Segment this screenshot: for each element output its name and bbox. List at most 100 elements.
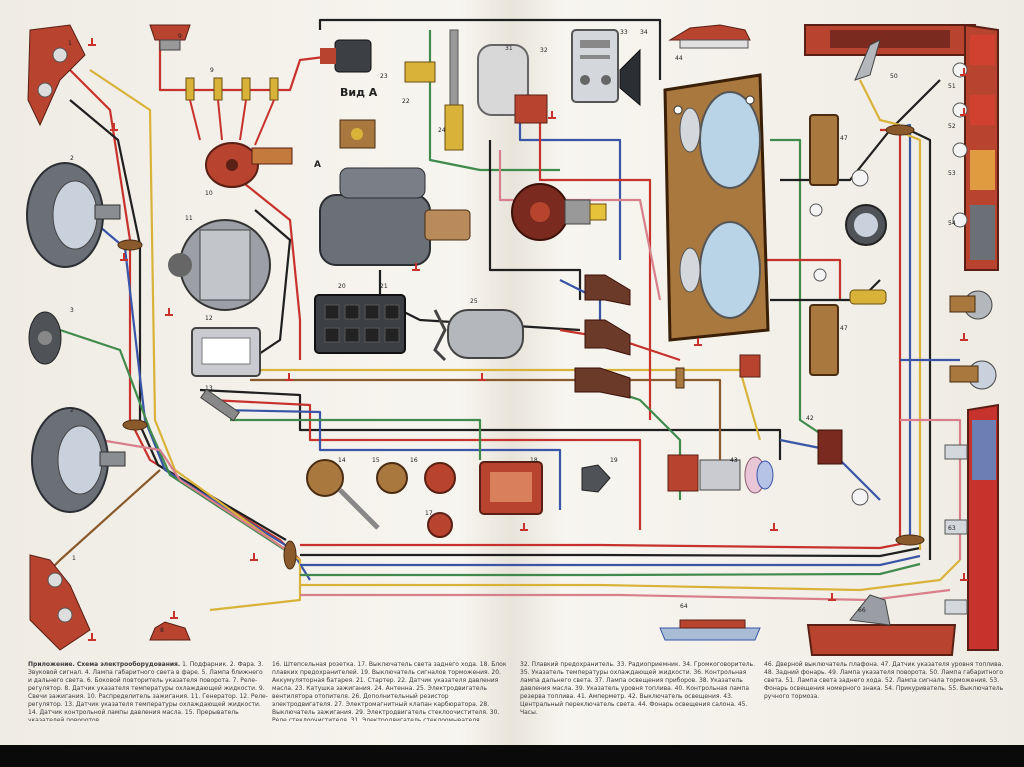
svg-text:66: 66 (858, 607, 866, 614)
svg-text:50: 50 (890, 73, 898, 80)
svg-text:11: 11 (185, 215, 193, 222)
reverse-light-switch (424, 462, 456, 494)
caption-text: 16. Штепсельная розетка. 17. Выключатель… (272, 661, 507, 721)
door-switch (817, 429, 843, 465)
svg-text:47: 47 (840, 135, 848, 142)
svg-text:8: 8 (160, 627, 164, 634)
svg-text:52: 52 (948, 123, 956, 130)
right-components (659, 23, 999, 656)
wire-top-black (318, 18, 662, 80)
svg-text:44: 44 (675, 55, 683, 62)
svg-text:10: 10 (205, 190, 213, 197)
fuel-level-sensor-upper (809, 114, 839, 186)
front-parking-lamp-lower (29, 554, 91, 651)
wire-mid-5 (250, 378, 722, 460)
svg-text:21: 21 (380, 283, 388, 290)
trunk-lamp (806, 624, 957, 656)
instrument-cluster (663, 73, 770, 389)
svg-text:34: 34 (640, 29, 648, 36)
wire-center-6 (249, 209, 292, 361)
wire-bottom-2 (300, 546, 921, 558)
svg-text:9: 9 (178, 33, 182, 40)
svg-text:14: 14 (338, 457, 346, 464)
svg-text:51: 51 (948, 83, 956, 90)
wire-bottom-6 (300, 588, 951, 602)
fuse-block (314, 294, 406, 354)
wire-right-8 (760, 258, 842, 300)
caption-text: 32. Плавкий предохранитель. 33. Радиопри… (520, 661, 755, 716)
rear-license-lamp-lower (659, 627, 761, 641)
left-components (26, 24, 191, 651)
svg-text:43: 43 (730, 457, 738, 464)
horn-relay-1 (584, 274, 631, 306)
coolant-temp-sensor (200, 388, 240, 422)
svg-text:2: 2 (70, 407, 74, 414)
clamp (895, 534, 925, 546)
svg-text:47: 47 (840, 325, 848, 332)
svg-text:1: 1 (68, 40, 72, 47)
wire-top-red (158, 40, 341, 92)
ignition-key-icon (589, 203, 607, 221)
cigarette-lighter (849, 289, 887, 305)
wire-right-5 (894, 128, 922, 550)
dome-light-top (668, 24, 751, 41)
wire-yellow-left (89, 69, 302, 612)
wire-right-2 (780, 79, 941, 182)
caption-text: 1. Подфарник. 2. Фара. 3. Звуковой сигна… (28, 661, 268, 721)
ignition-relay (581, 464, 611, 493)
caption-column-1: Приложение. Схема электрооборудования. 1… (28, 661, 268, 721)
svg-text:12: 12 (205, 315, 213, 322)
bulbs (809, 169, 869, 506)
license-plate-lamps (949, 290, 997, 390)
wire-right-7 (859, 79, 901, 127)
svg-text:63: 63 (948, 525, 956, 532)
wire-bottom-1 (300, 538, 921, 550)
clamp (885, 124, 915, 136)
ground-markers (88, 38, 968, 641)
svg-text:31: 31 (505, 45, 513, 52)
svg-text:17: 17 (425, 510, 433, 517)
svg-text:3: 3 (70, 307, 74, 314)
gauge-lower (699, 221, 761, 319)
view-a-label: Вид А (340, 86, 378, 99)
book-spread: 1 2 3 2 1 8 9 9 10 11 12 13 14 15 16 17 … (0, 0, 1024, 745)
front-parking-lamp-left (27, 24, 86, 127)
wire-bottom-3 (300, 554, 921, 567)
bottom-black-bar (0, 745, 1024, 767)
wire-right-11 (900, 418, 962, 560)
fuel-level-sensor-lower (809, 304, 839, 376)
svg-text:54: 54 (948, 220, 956, 227)
harness-clamps (117, 124, 925, 570)
caption-column-3: 32. Плавкий предохранитель. 33. Радиопри… (520, 661, 760, 721)
central-light-switch (667, 454, 699, 492)
horn-relay-2 (584, 319, 631, 356)
svg-text:18: 18 (530, 457, 538, 464)
svg-text:15: 15 (372, 457, 380, 464)
wire-top-green (428, 30, 560, 172)
engine-components (149, 24, 641, 422)
clamp (117, 239, 143, 251)
svg-text:20: 20 (338, 283, 346, 290)
wire-right-3 (880, 128, 902, 540)
svg-text:32: 32 (540, 47, 548, 54)
wiper-motor (447, 309, 524, 359)
instrument-light-switch (739, 354, 761, 378)
oil-pressure-sensor (149, 24, 191, 41)
svg-text:2: 2 (70, 155, 74, 162)
wire-mid-2 (209, 398, 642, 530)
wiring-diagram: 1 2 3 2 1 8 9 9 10 11 12 13 14 15 16 17 … (26, 18, 999, 656)
wire-green-left (59, 328, 289, 553)
caption-text: 46. Дверной выключатель плафона. 47. Дат… (764, 661, 1004, 700)
wire-bottom-4 (300, 562, 921, 577)
component-numbers: 1 2 3 2 1 8 9 9 10 11 12 13 14 15 16 17 … (68, 29, 956, 634)
svg-text:53: 53 (948, 170, 956, 177)
bottom-center-components (306, 454, 774, 538)
top-lamps (668, 24, 980, 81)
svg-text:22: 22 (402, 98, 410, 105)
temp-sensor-bottom (149, 621, 191, 641)
starter-motor (319, 194, 431, 266)
wire-mid-4 (230, 418, 482, 460)
svg-text:42: 42 (806, 415, 814, 422)
brake-light-switch (376, 462, 408, 494)
